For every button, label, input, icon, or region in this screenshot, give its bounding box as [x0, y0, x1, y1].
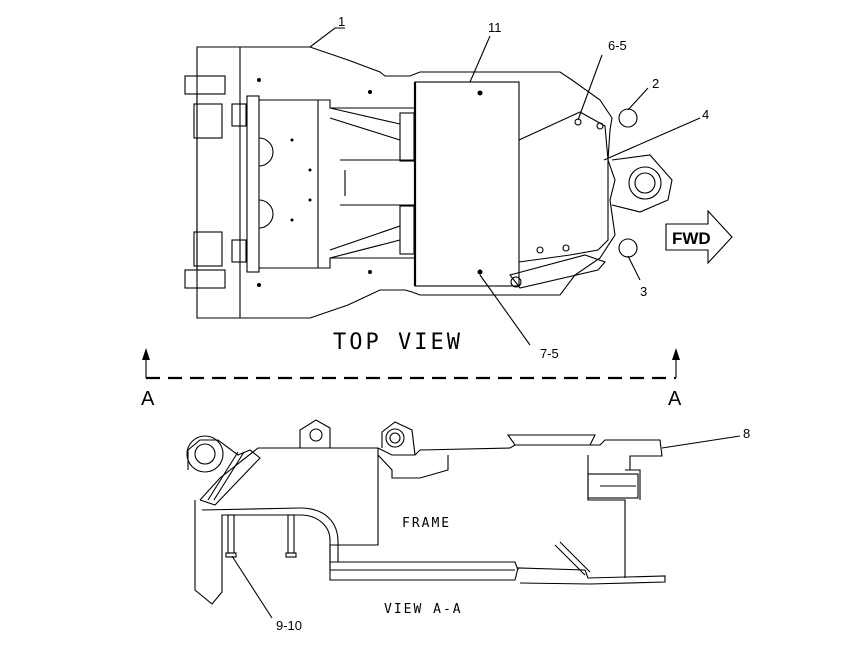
- top-pin-2: [618, 108, 638, 128]
- top-bracket-upper: [231, 103, 247, 127]
- section-line-a-a: [142, 348, 680, 380]
- side-rear-curve-inner: [201, 507, 339, 562]
- side-pivot-front: [381, 421, 416, 456]
- side-pivot-mid-hole: [309, 428, 323, 442]
- top-diagonal-lower: [329, 225, 401, 259]
- callout-9-10: 9-10: [276, 618, 302, 633]
- callout-3: 3: [640, 284, 647, 299]
- top-inner-rail-lower: [259, 257, 415, 269]
- top-inner-rail-upper: [259, 99, 415, 109]
- top-left-lower-mount: [193, 231, 223, 267]
- side-post-foot-right: [285, 552, 297, 558]
- side-front-bracket: [587, 473, 639, 499]
- top-pad-lower: [399, 205, 415, 255]
- side-brace: [554, 541, 591, 576]
- top-link-hole: [510, 276, 522, 288]
- side-post-foot-left: [225, 552, 237, 558]
- top-arcs: [258, 137, 274, 229]
- callout-7-5: 7-5: [540, 346, 559, 361]
- callout-6-5: 6-5: [608, 38, 627, 53]
- top-front-panel: [518, 111, 609, 263]
- side-post-right: [287, 514, 295, 554]
- callout-1: 1: [338, 14, 345, 29]
- top-front-nose: [611, 154, 673, 213]
- side-rear-pivot-inner: [194, 443, 216, 465]
- top-diagonal-upper: [329, 107, 401, 141]
- forward-arrow-outline: [665, 209, 733, 265]
- callout-11: 11: [488, 20, 502, 35]
- top-pin-3: [618, 238, 638, 258]
- side-hatch-1: [207, 451, 239, 501]
- top-main-plate: [414, 81, 520, 287]
- side-rear-pivot-outer: [186, 435, 224, 473]
- side-top-plate: [506, 434, 596, 446]
- top-bracket-lower: [231, 239, 247, 263]
- top-front-pivot-inner: [634, 172, 656, 194]
- side-pivot-front-hole-inner: [389, 432, 401, 444]
- side-hatch-2: [213, 451, 245, 501]
- side-pivot-mid: [299, 419, 331, 448]
- forward-arrow: FWD: [665, 209, 733, 265]
- top-plate-vertical-left: [246, 95, 260, 273]
- forward-label: FWD: [672, 229, 711, 248]
- callout-8: 8: [743, 426, 750, 441]
- side-pivot-front-hole: [385, 428, 405, 448]
- top-left-lower-block: [184, 269, 226, 289]
- frame-label: FRAME: [402, 516, 451, 531]
- side-lower-rail: [330, 561, 519, 571]
- side-rear-hook: [187, 439, 261, 506]
- top-view: [184, 46, 673, 319]
- side-upper-rail: [258, 439, 663, 471]
- section-marker-left: A: [141, 388, 155, 410]
- side-front-step: [377, 454, 449, 479]
- top-left-upper-mount: [193, 103, 223, 139]
- top-front-link: [509, 254, 606, 289]
- top-view-frame-outline: [196, 46, 616, 319]
- top-left-upper-block: [184, 75, 226, 95]
- top-bolt-dots: [257, 78, 604, 287]
- callout-2: 2: [652, 76, 659, 91]
- side-post-left: [227, 514, 235, 554]
- top-view-leaders: [309, 27, 701, 346]
- section-view-title: VIEW A-A: [384, 602, 463, 617]
- section-view: [186, 419, 666, 605]
- top-center-tube: [340, 159, 415, 206]
- top-pad-upper: [399, 112, 415, 162]
- side-rear-curve: [194, 500, 331, 605]
- section-marker-right: A: [668, 388, 682, 410]
- callout-4: 4: [702, 107, 709, 122]
- top-front-pivot-outer: [628, 166, 662, 200]
- top-view-title: TOP VIEW: [333, 330, 463, 355]
- section-view-leaders: [231, 435, 741, 619]
